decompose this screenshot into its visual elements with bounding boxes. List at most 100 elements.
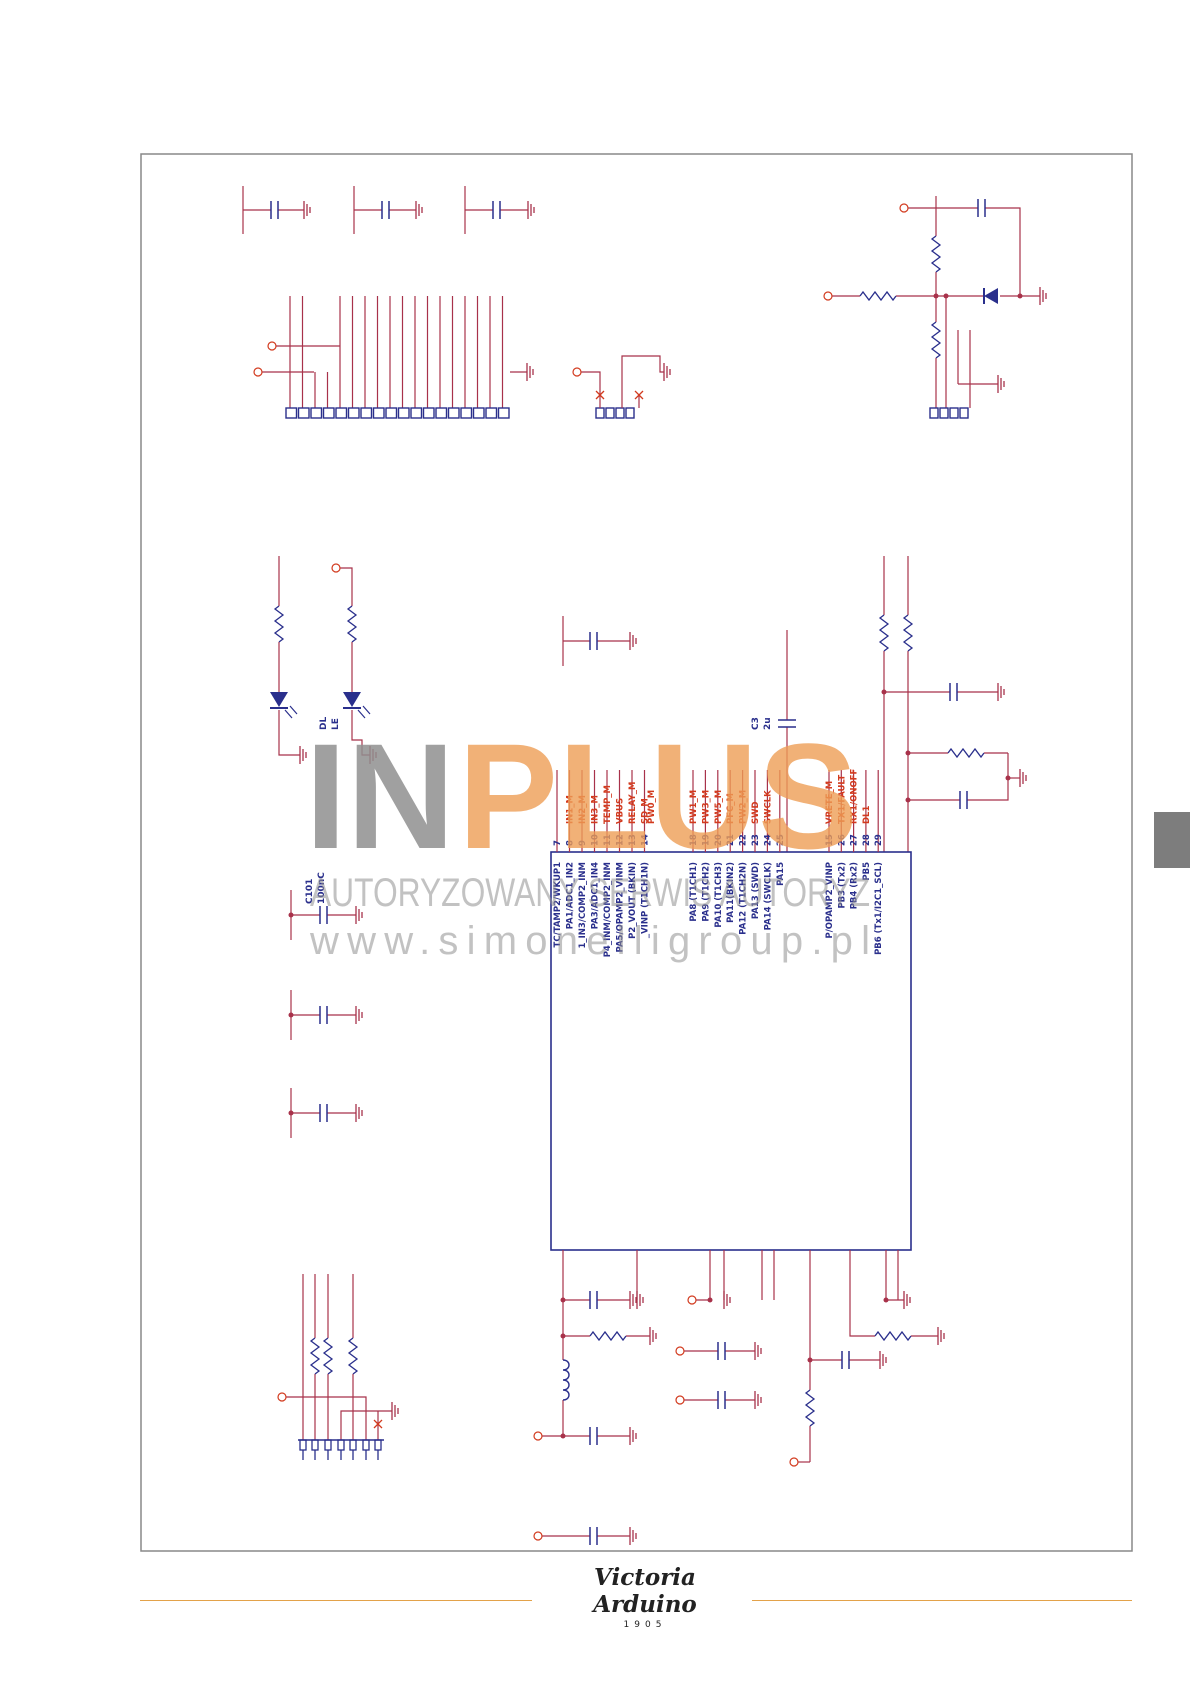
watermark-logo-plus: PLUS: [458, 712, 858, 880]
connector-pin: [497, 407, 510, 419]
ic-pin-function: PA5/OPAMP2_VINM: [616, 862, 626, 952]
ic-pin-number: 21: [726, 834, 736, 846]
connector-pin: [310, 407, 323, 419]
ic-net-label: PFC_M: [726, 793, 736, 824]
ic-net-label: VBUS: [616, 798, 626, 824]
ic-pin-function: PA13 (SWD): [751, 862, 761, 919]
connector-main: [285, 407, 510, 419]
watermark-line2: www.simonelligroup.pl: [309, 919, 870, 963]
connector-4pin-a: [595, 407, 635, 419]
ic-net-label: PW3_M: [701, 790, 711, 824]
connector-pin: [410, 407, 423, 419]
ic-pin-function: P2_VOUT (BKIN): [628, 862, 638, 939]
connector-pin: [949, 407, 959, 419]
ic-net-label: TX1/FAULT: [837, 775, 847, 824]
connector-pin: [959, 407, 969, 419]
ic-pin-function: PA14 (SWCLK): [763, 862, 773, 930]
connector-pin: [285, 407, 298, 419]
led-section: [278, 556, 370, 756]
ic-net-label: TEMP_M: [603, 785, 613, 824]
connector-pin: [372, 407, 385, 419]
connector-pin: [385, 407, 398, 419]
ic-pin-number: 22: [739, 834, 749, 846]
connector-pin: [472, 407, 485, 419]
ic-pin-function: _VINP (T1CH1N): [641, 862, 651, 938]
ic-pin-number: 19: [701, 834, 711, 846]
ic-pin-number: 20: [714, 834, 724, 846]
ic-pin-number: 18: [689, 834, 699, 846]
header-pin: [337, 1439, 345, 1451]
ic-net-label: PW2_M: [739, 790, 749, 824]
brand-year: 1905: [623, 1620, 667, 1630]
header-pin: [362, 1439, 370, 1451]
ic-net-label: IN3_M: [591, 795, 601, 824]
connector-pin: [615, 407, 625, 419]
ic-net-label: IN1_M: [566, 795, 576, 824]
thermistor-network: [828, 196, 1040, 408]
ic-pin-function: PA3/ADC1_IN4: [591, 862, 601, 929]
ic-pin-function: 1_IN3/COMP2_INM: [578, 862, 588, 949]
led-ref2-label: LE: [331, 718, 341, 730]
ic-pin-function: PB6 (Tx1/I2C1_SCL): [874, 862, 884, 955]
ic-net-label: VRETE_M: [825, 781, 835, 824]
ic-pin-function: P4_INM/COMP2_INM: [603, 862, 613, 957]
ic-pin-number: 24: [763, 834, 773, 846]
ic-pin-number: 27: [850, 834, 860, 846]
ic-pin-number: 8: [566, 840, 576, 846]
connector-pin: [322, 407, 335, 419]
c3-ref-label: C3: [751, 717, 761, 730]
ic-pin-number: 12: [616, 834, 626, 846]
connector-pin: [929, 407, 939, 419]
connector-pin: [939, 407, 949, 419]
connector-pin: [422, 407, 435, 419]
watermark-line1: AUTORYZOWANY SERWIS AUTORYZ: [310, 871, 870, 915]
ic-pin-function: PA11(BKIN2): [726, 862, 736, 923]
connector-pin: [595, 407, 605, 419]
ic-pin-function: PA8 (T1CH1): [689, 862, 699, 922]
connector-pin: [335, 407, 348, 419]
ic-net-label: PW0_M: [647, 790, 657, 824]
ic-net-label: RX1/ONOFF: [850, 769, 860, 824]
footer-rule-right: [752, 1600, 1132, 1601]
ic-pin-function: PB4 (Rx2): [850, 862, 860, 909]
header-pin: [299, 1439, 307, 1451]
c101-ref-label: C101: [305, 879, 315, 904]
connector-pin: [605, 407, 615, 419]
ic-net-label: PW1_M: [689, 790, 699, 824]
microcontroller-ic: [550, 851, 912, 1251]
ic-pin-number: 7: [553, 840, 563, 846]
ic-pin-number: 10: [591, 834, 601, 846]
page-side-tab: [1154, 812, 1190, 868]
ic-net-label: RELAY_M: [628, 782, 638, 824]
connector-pin: [397, 407, 410, 419]
ic-pin-function: PA1/ADC1_IN2: [566, 862, 576, 929]
connector-pin: [435, 407, 448, 419]
c101-value-label: 100nC: [317, 872, 327, 904]
programming-header: [298, 1439, 384, 1460]
connector-pin: [625, 407, 635, 419]
ic-pin-number: 9: [578, 840, 588, 846]
ic-net-label: SWD: [751, 801, 761, 824]
connector-pin: [360, 407, 373, 419]
watermark-logo-in: IN: [305, 712, 455, 880]
connector-side-nets: [258, 345, 527, 373]
connector-pin: [485, 407, 498, 419]
ic-pin-function: PA9 (T1CH2): [701, 862, 711, 922]
ic-pin-number: 14: [641, 834, 651, 846]
ic-pin-function: P/OPAMP2_VINP: [825, 862, 835, 939]
ic-net-label: IN2_M: [578, 795, 588, 824]
drawing-frame: [140, 153, 1133, 1552]
ic-net-label: SD_M: [641, 798, 651, 824]
connector-pin: [447, 407, 460, 419]
ic-pin-function: PA12 (T1CH2N): [739, 862, 749, 935]
c3-value-label: 2u: [763, 717, 773, 730]
connector-pin: [347, 407, 360, 419]
ic-pin-labels: 7TC/TAMP2/WKUP18IN1_MPA1/ADC1_IN29IN2_M1…: [553, 769, 884, 958]
ic-net-label: SWCLK: [763, 790, 773, 824]
ic-pin-wires: [556, 770, 879, 852]
ic-net-label: PW5_M: [714, 790, 724, 824]
ic-pin-function: PA15: [776, 862, 786, 886]
ic-pin-number: 13: [628, 834, 638, 846]
ic-pin-number: 23: [751, 834, 761, 846]
ic-net-label: DL1: [862, 806, 872, 824]
